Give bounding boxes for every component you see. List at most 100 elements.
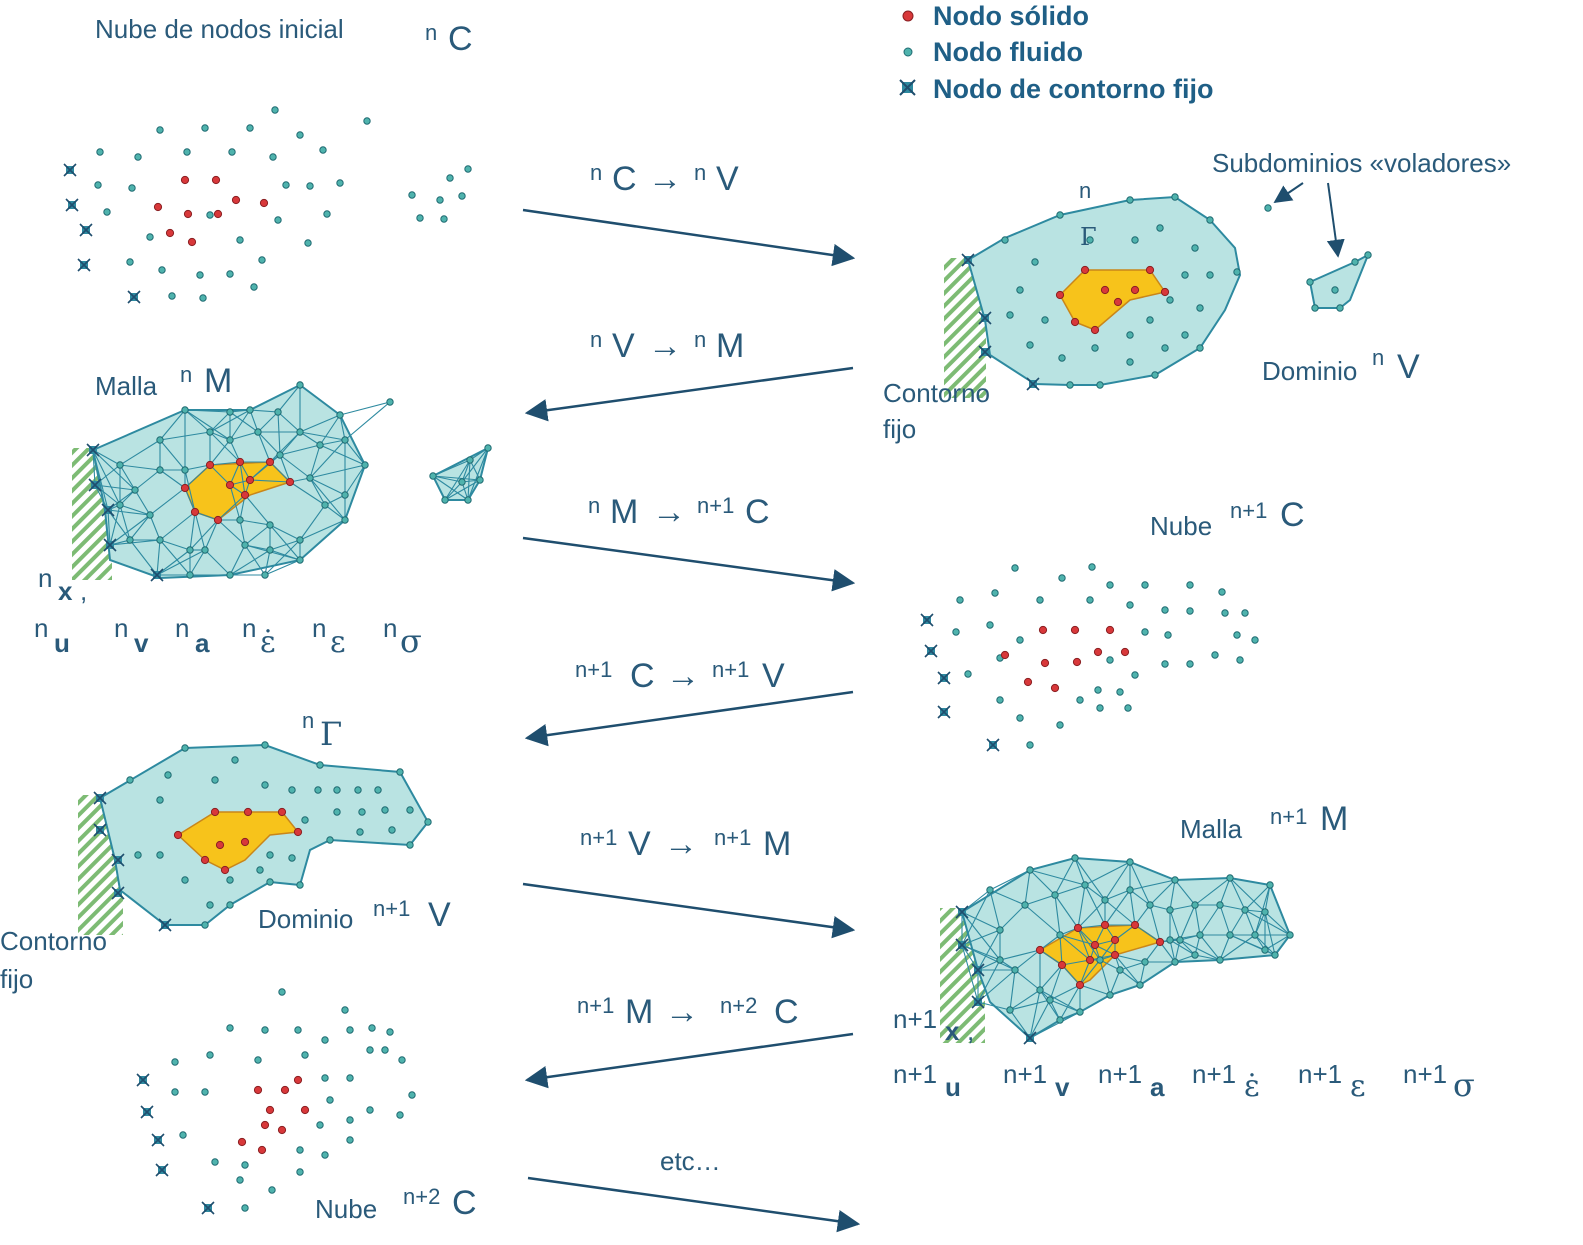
mesh-edge bbox=[1079, 984, 1111, 996]
fluid-node bbox=[956, 596, 964, 604]
fluid-node bbox=[1241, 609, 1249, 617]
mesh-edge bbox=[249, 384, 301, 411]
fluid-node bbox=[171, 1088, 179, 1096]
solid-node bbox=[237, 1137, 247, 1147]
var-n1-v: v bbox=[1055, 1072, 1070, 1102]
mesh-edge bbox=[229, 411, 259, 433]
fluid-node bbox=[156, 851, 164, 859]
mesh-edge bbox=[1194, 954, 1221, 961]
t5-from: V bbox=[628, 825, 651, 863]
mesh-edge bbox=[1104, 861, 1131, 901]
fluid-node bbox=[1141, 581, 1149, 589]
fluid-node bbox=[321, 1151, 329, 1159]
fluid-node bbox=[1156, 224, 1164, 232]
boundary-node bbox=[111, 886, 125, 900]
solid-node bbox=[1110, 935, 1120, 945]
mesh-edge bbox=[1199, 934, 1221, 961]
mesh-edge bbox=[1169, 939, 1176, 963]
fluid-node bbox=[94, 181, 102, 189]
fluid-node bbox=[1001, 236, 1009, 244]
mesh-edge bbox=[1099, 939, 1116, 961]
fluid-node bbox=[361, 461, 369, 469]
fluid-node bbox=[134, 851, 142, 859]
fluid-node bbox=[296, 131, 304, 139]
flying-arrow-2 bbox=[1326, 182, 1345, 258]
t1-to-sup: n bbox=[694, 160, 706, 185]
mesh-edge bbox=[309, 477, 346, 521]
fluid-node bbox=[1036, 986, 1044, 994]
solid-node bbox=[210, 807, 220, 817]
fluid-node bbox=[398, 1056, 406, 1064]
fluid-node bbox=[964, 670, 972, 678]
t3-from-sup: n bbox=[588, 493, 600, 518]
t4-from-sup: n+1 bbox=[575, 657, 612, 682]
mesh-edge bbox=[229, 484, 241, 521]
mesh-edge bbox=[149, 514, 161, 541]
solid-node bbox=[180, 175, 190, 185]
solid-node bbox=[1100, 285, 1110, 295]
fluid-node bbox=[381, 806, 389, 814]
fluid-node bbox=[288, 854, 296, 862]
fluid-node bbox=[1206, 271, 1214, 279]
mesh-edge bbox=[444, 481, 463, 501]
fluid-node bbox=[1331, 286, 1339, 294]
mesh-edge bbox=[239, 494, 246, 521]
mesh-edge bbox=[344, 464, 366, 521]
mesh-edge bbox=[269, 431, 301, 463]
solid-node bbox=[1072, 657, 1082, 667]
solid-node bbox=[1075, 980, 1085, 990]
solid-node bbox=[211, 175, 221, 185]
solid-node bbox=[253, 1085, 263, 1095]
mesh-edge bbox=[1219, 934, 1231, 961]
fluid-node bbox=[1096, 381, 1104, 389]
fluid-node bbox=[226, 408, 234, 416]
gamma-n-symbol: Γ bbox=[1080, 223, 1097, 251]
mesh-edge bbox=[279, 444, 321, 456]
mesh-edge bbox=[1179, 939, 1221, 961]
fluid-node bbox=[181, 406, 189, 414]
mesh-edge bbox=[107, 509, 151, 516]
boundary-node bbox=[937, 705, 951, 719]
mesh-edge bbox=[1077, 899, 1106, 929]
fluid-node bbox=[1191, 901, 1199, 909]
mesh-edge bbox=[1104, 899, 1136, 926]
solid-node bbox=[220, 865, 230, 875]
solid-node bbox=[1085, 955, 1095, 965]
mesh-edge bbox=[344, 464, 366, 496]
fluid-node bbox=[336, 411, 344, 419]
fluid-node bbox=[1286, 931, 1294, 939]
boundary-node bbox=[1026, 377, 1040, 391]
var-n1-u: u bbox=[945, 1072, 961, 1102]
fluid-node bbox=[201, 546, 209, 554]
fluid-node bbox=[304, 239, 312, 247]
fluid-node bbox=[1094, 686, 1102, 694]
boundary-node bbox=[1023, 1031, 1037, 1045]
mesh-edge bbox=[244, 494, 271, 526]
fluid-node bbox=[1166, 936, 1174, 944]
fluid-node bbox=[356, 828, 364, 836]
fluid-node bbox=[228, 148, 236, 156]
mesh-edge bbox=[184, 409, 231, 413]
fluid-node bbox=[226, 901, 234, 909]
mesh-edge bbox=[1179, 904, 1196, 941]
solid-node bbox=[205, 460, 215, 470]
fluid-node bbox=[296, 1168, 304, 1176]
mesh-edge bbox=[339, 414, 346, 441]
domain-n1-panel: n Γ Dominio n+1 V Contorno fijo bbox=[0, 708, 451, 994]
fluid-node bbox=[1088, 563, 1096, 571]
node-cloud-n1 bbox=[920, 563, 1259, 752]
fluid-node bbox=[1218, 588, 1226, 596]
mesh-edge bbox=[1139, 961, 1146, 986]
mesh-edge bbox=[444, 459, 471, 501]
mesh-edge bbox=[209, 409, 251, 433]
solid-node bbox=[245, 475, 255, 485]
fluid-node bbox=[156, 436, 164, 444]
fluid-node bbox=[1026, 741, 1034, 749]
fluid-node bbox=[179, 1131, 187, 1139]
mesh-edge bbox=[1029, 869, 1056, 896]
fluid-node bbox=[1016, 714, 1024, 722]
mesh-edge bbox=[277, 411, 281, 456]
mesh-edge bbox=[432, 475, 469, 501]
legend-boundary: Nodo de contorno fijo bbox=[933, 74, 1213, 104]
solid-node bbox=[1130, 920, 1140, 930]
